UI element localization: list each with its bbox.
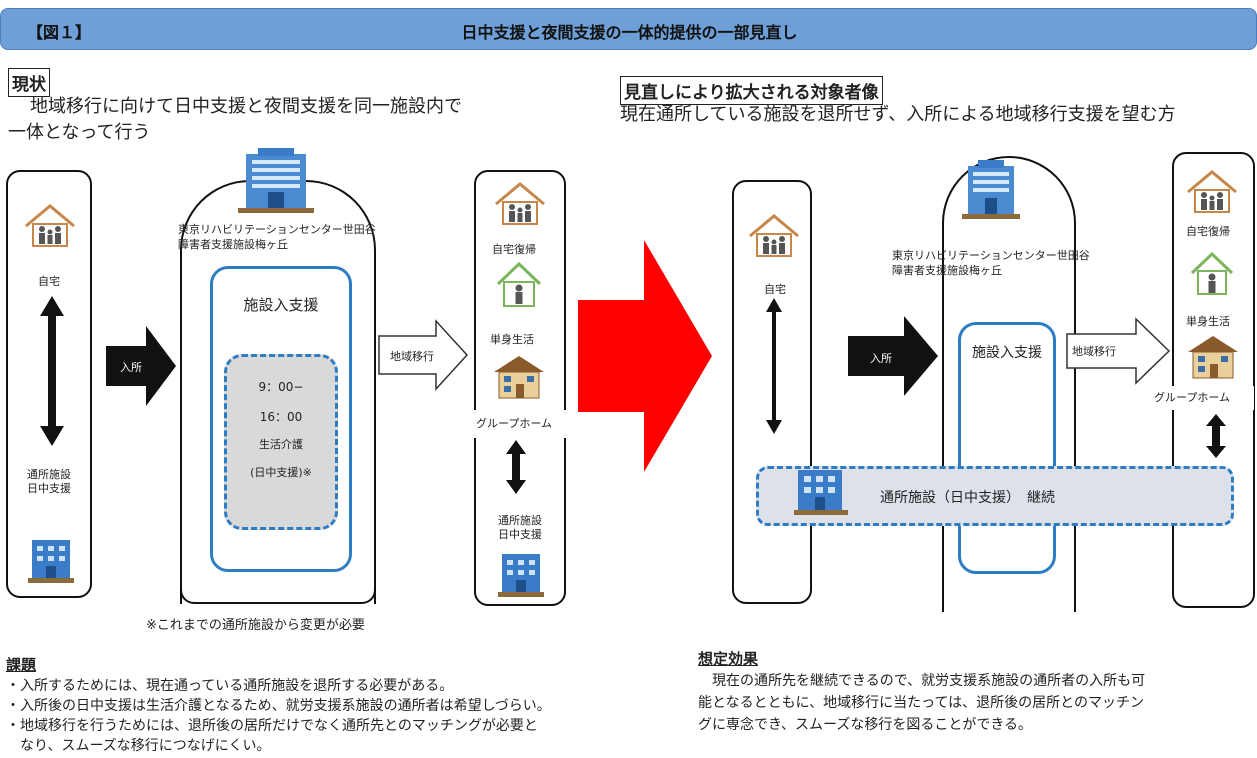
house-family-icon bbox=[749, 214, 799, 257]
revised-admission-arrow bbox=[848, 316, 938, 396]
house-person-icon bbox=[496, 261, 542, 307]
issue-item: ・地域移行を行うためには、退所後の居所だけでなく通所先とのマッチングが必要と bbox=[6, 718, 538, 734]
time-end: 16：00 bbox=[259, 410, 303, 424]
facility-panel-bottom bbox=[180, 590, 376, 604]
double-arrow-icon bbox=[40, 296, 64, 446]
dest-day-facility-text-2: 日中支援 bbox=[498, 528, 542, 541]
revised-admission-label: 入所 bbox=[870, 352, 892, 365]
facility-name-line2: 障害者支援施設梅ヶ丘 bbox=[178, 238, 288, 251]
return-home-label: 自宅復帰 bbox=[492, 243, 536, 256]
revised-return-home-label: 自宅復帰 bbox=[1186, 225, 1230, 238]
revised-facility-support-label: 施設入支援 bbox=[972, 345, 1042, 361]
current-heading: 現状 bbox=[8, 68, 50, 97]
big-red-arrow bbox=[578, 240, 712, 472]
effects-line: グに専念でき、スムーズな移行を図ることができる。 bbox=[698, 717, 1033, 733]
care-type: 生活介護 bbox=[259, 438, 303, 451]
revised-heading: 見直しにより拡大される対象者像 bbox=[620, 76, 883, 105]
home-label: 自宅 bbox=[38, 275, 60, 288]
facility-support-label: 施設入支援 bbox=[243, 296, 319, 314]
issue-item: ・入所後の日中支援は生活介護となるため、就労支援系施設の通所者は希望しづらい。 bbox=[6, 698, 551, 714]
house-family-icon bbox=[495, 182, 545, 225]
day-facility-label-text-2: 日中支援 bbox=[27, 482, 71, 495]
group-home-icon bbox=[1188, 336, 1238, 379]
continued-day-facility-label: 通所施設（日中支援） 継続 bbox=[880, 490, 1055, 506]
building-icon bbox=[28, 540, 74, 583]
group-home-label: グループホーム bbox=[476, 417, 553, 430]
revised-transition-label: 地域移行 bbox=[1072, 345, 1116, 358]
revised-transition-arrow bbox=[1066, 317, 1171, 385]
daytime-care-box bbox=[224, 354, 338, 530]
building-icon bbox=[962, 160, 1020, 219]
figure-title: 日中支援と夜間支援の一体的提供の一部見直し bbox=[461, 23, 798, 42]
double-arrow-icon bbox=[766, 298, 782, 434]
house-family-icon bbox=[25, 204, 75, 247]
revised-facility-name-line2: 障害者支援施設梅ヶ丘 bbox=[892, 264, 1002, 277]
figure-label: 【図１】 bbox=[27, 23, 92, 42]
group-home-label-bg bbox=[468, 410, 576, 438]
current-desc-line2: 一体となって行う bbox=[8, 122, 151, 143]
header-bar: 【図１】 日中支援と夜間支援の一体的提供の一部見直し bbox=[0, 8, 1257, 50]
admission-label: 入所 bbox=[120, 361, 142, 374]
issue-item: なり、スムーズな移行につなげにくい。 bbox=[6, 738, 271, 754]
house-family-icon bbox=[1187, 170, 1237, 213]
revised-group-home-label: グループホーム bbox=[1154, 391, 1231, 404]
single-life-label: 単身生活 bbox=[490, 333, 534, 346]
issue-item: ・入所するためには、現在通っている通所施設を退所する必要がある。 bbox=[6, 678, 454, 694]
dest-day-facility-text: 通所施設 bbox=[498, 514, 542, 527]
revised-destination-panel bbox=[1172, 152, 1255, 608]
building-icon bbox=[238, 148, 314, 213]
building-icon bbox=[794, 470, 848, 515]
revised-single-life-label: 単身生活 bbox=[1186, 315, 1230, 328]
revised-group-home-label-bg bbox=[1150, 386, 1254, 410]
dest-day-facility-label: 通所施設 日中支援 bbox=[480, 514, 560, 542]
double-arrow-icon bbox=[1206, 414, 1226, 458]
admission-arrow bbox=[106, 326, 176, 406]
care-type-note: (日中支援)※ bbox=[250, 466, 312, 479]
issues-heading: 課題 bbox=[6, 656, 37, 674]
building-icon bbox=[498, 554, 544, 597]
effects-line: 能となるとともに、地域移行に当たっては、退所後の居所とのマッチン bbox=[698, 695, 1145, 711]
effects-line: 現在の通所先を継続できるので、就労支援系施設の通所者の入所も可 bbox=[698, 673, 1146, 689]
revised-facility-support-box bbox=[958, 322, 1056, 574]
footnote: ※これまでの通所施設から変更が必要 bbox=[146, 618, 365, 633]
revised-desc: 現在通所している施設を退所せず、入所による地域移行支援を望む方 bbox=[620, 104, 1176, 125]
transition-arrow bbox=[378, 319, 469, 391]
revised-facility-name-line1: 東京リハビリテーションセンター世田谷 bbox=[892, 249, 1090, 262]
revised-home-label: 自宅 bbox=[764, 283, 786, 296]
house-person-icon bbox=[1190, 251, 1234, 295]
day-facility-label-text: 通所施設 bbox=[27, 468, 71, 481]
group-home-icon bbox=[494, 356, 544, 399]
facility-name-line1: 東京リハビリテーションセンター世田谷 bbox=[178, 223, 376, 236]
current-desc-line1: 地域移行に向けて日中支援と夜間支援を同一施設内で bbox=[30, 96, 462, 117]
double-arrow-icon bbox=[506, 440, 526, 494]
transition-label: 地域移行 bbox=[390, 350, 434, 363]
day-facility-label: 通所施設 日中支援 bbox=[14, 468, 84, 496]
effects-heading: 想定効果 bbox=[698, 650, 759, 668]
time-start: 9：00− bbox=[258, 380, 304, 394]
